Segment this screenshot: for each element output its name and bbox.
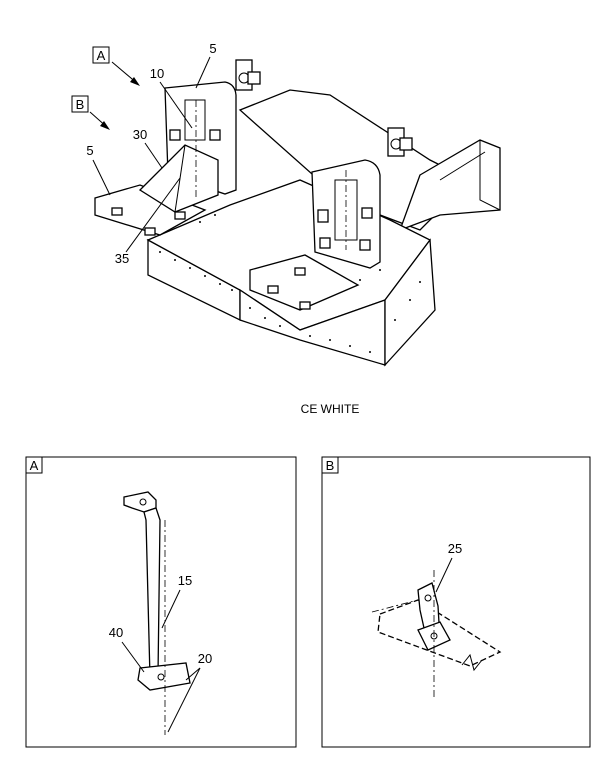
detail-view-b: B 25 <box>321 456 591 748</box>
callout-15: 15 <box>178 573 192 588</box>
view-tag-a: A <box>97 48 106 63</box>
callout-5-left: 5 <box>86 143 93 158</box>
callout-20: 20 <box>198 651 212 666</box>
detail-b-frame <box>321 456 591 748</box>
detail-a-tag-box <box>25 456 43 474</box>
detail-view-a: A 15 40 20 <box>25 456 297 748</box>
callout-35: 35 <box>115 251 129 266</box>
view-tag-b-box <box>71 95 89 113</box>
bracket-part-top-right <box>387 127 413 157</box>
callout-30: 30 <box>133 127 147 142</box>
detail-a-tag: A <box>30 458 39 473</box>
view-caption: CE WHITE <box>301 402 360 416</box>
rivet-pattern <box>159 214 421 353</box>
callout-25: 25 <box>448 541 462 556</box>
detail-b-tag-box <box>321 456 339 474</box>
bracket-part-top-left <box>235 59 261 91</box>
angle-bracket <box>377 582 502 672</box>
view-tag-a-box <box>92 46 110 64</box>
callout-10: 10 <box>150 66 164 81</box>
callout-40: 40 <box>109 625 123 640</box>
strap-bracket <box>123 491 191 691</box>
main-assembly-view: A B 5 10 30 5 35 CE WHITE <box>71 41 501 416</box>
view-tag-b: B <box>76 97 85 112</box>
detail-b-tag: B <box>326 458 335 473</box>
callout-5-top: 5 <box>209 41 216 56</box>
detail-a-frame <box>25 456 297 748</box>
